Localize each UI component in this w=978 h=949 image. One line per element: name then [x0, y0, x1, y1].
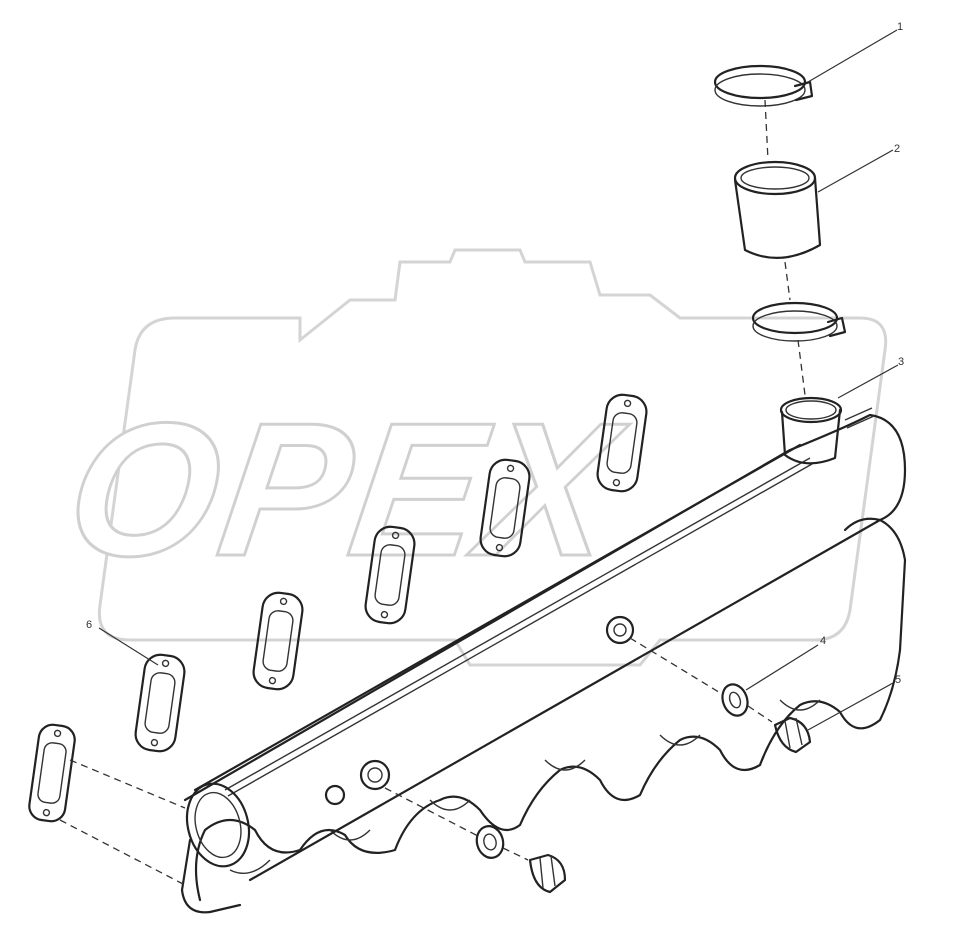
washer-right — [721, 683, 749, 717]
leader-1 — [807, 29, 898, 83]
manifold-tube-top-edge — [193, 443, 802, 792]
hose-assembly — [713, 64, 847, 396]
gasket-4 — [364, 525, 416, 625]
manifold-tube-rib-2 — [227, 463, 813, 797]
callout-1: 1 — [897, 21, 903, 33]
manifold-runner-shading — [229, 699, 821, 874]
manifold-outlet-stub — [844, 407, 875, 429]
callout-labels: 1 2 3 4 5 6 — [86, 21, 904, 686]
callout-6: 6 — [86, 619, 92, 631]
leader-3 — [837, 364, 899, 399]
manifold-open-end-inner — [194, 791, 242, 859]
manifold-tube-rib — [224, 457, 811, 791]
manifold-body — [180, 396, 907, 914]
manifold-outlet-rim — [779, 396, 843, 424]
plug-alignment-line-left — [384, 787, 529, 861]
plugs-washers — [384, 637, 812, 894]
leader-4 — [745, 644, 819, 691]
manifold-boss-1 — [359, 759, 391, 791]
callout-4: 4 — [820, 635, 826, 647]
manifold-runners — [194, 517, 907, 902]
gasket-alignment-line-2 — [59, 819, 186, 886]
watermark-text: OPEX — [56, 384, 635, 596]
plug-alignment-line-right — [629, 637, 773, 723]
upper-hose-clamp — [713, 64, 814, 107]
gaskets — [28, 393, 648, 886]
manifold-boss-1-hole — [367, 767, 383, 783]
gasket-6 — [596, 393, 648, 493]
gasket-5 — [479, 458, 531, 558]
gasket-3 — [252, 591, 304, 691]
plug-left — [528, 853, 567, 894]
plug-right — [773, 716, 812, 754]
gasket-alignment-line-1 — [69, 759, 186, 809]
lower-hose-clamp — [751, 301, 847, 342]
washer-left — [475, 825, 505, 859]
callout-5: 5 — [895, 674, 901, 686]
gasket-1 — [28, 723, 76, 823]
callout-3: 3 — [898, 356, 904, 368]
manifold-end-flange — [180, 838, 242, 914]
gasket-2 — [134, 653, 186, 753]
hose-alignment-line — [764, 99, 806, 396]
manifold-open-end — [185, 782, 251, 868]
leader-6 — [98, 627, 159, 666]
leader-5 — [807, 682, 894, 731]
leader-2 — [817, 149, 894, 193]
leader-lines — [98, 29, 899, 731]
manifold-boss-2 — [605, 615, 635, 645]
manifold-tube — [183, 413, 907, 882]
hose-sleeve — [733, 160, 822, 259]
manifold-boss-2-hole — [613, 623, 627, 637]
manifold-outlet-neck — [780, 408, 842, 465]
watermark-gear-outline — [97, 248, 888, 667]
manifold-boss-3 — [324, 784, 346, 806]
watermark-logo: OPEX — [55, 248, 888, 667]
callout-2: 2 — [894, 143, 900, 155]
manifold-outlet-rim-inner — [785, 400, 837, 420]
